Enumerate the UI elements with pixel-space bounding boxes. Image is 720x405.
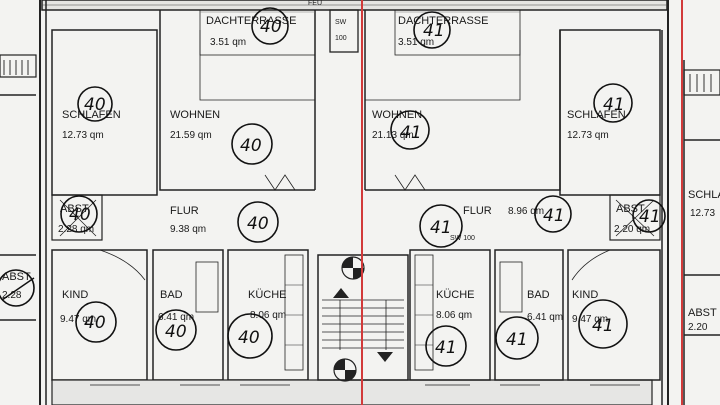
room-abst-far-right-area: 2.20 (688, 322, 708, 333)
room-kueche-left-area: 8.06 qm (250, 310, 286, 321)
room-wohnen-left-name: WOHNEN (170, 109, 220, 121)
room-abst-far-left-name: ABST (2, 271, 31, 283)
room-dachterrasse-left-area: 3.51 qm (210, 37, 246, 48)
room-flur-right-name: FLUR (463, 205, 492, 217)
room-schlafen-left-name: SCHLAFEN (62, 109, 121, 121)
room-kueche-right-area: 8.06 qm (436, 310, 472, 321)
room-flur-right-area: 8.96 qm (508, 206, 544, 217)
strike-mark (1, 277, 35, 301)
handwritten-number: 40 (84, 95, 106, 115)
handwritten-number: 41 (423, 21, 445, 41)
handwritten-number: 41 (430, 218, 452, 238)
handwritten-number: 40 (247, 214, 269, 234)
room-bad-right-name: BAD (527, 289, 550, 301)
room-kueche-left-name: KÜCHE (248, 289, 287, 301)
handwritten-number: 41 (603, 95, 625, 115)
handwritten-number: 40 (69, 205, 91, 225)
room-wohnen-right-area: 21.13 qm (372, 130, 414, 141)
room-flur-left-name: FLUR (170, 205, 199, 217)
room-dachterrasse-right-area: 3.51 qm (398, 37, 434, 48)
room-abst-left-area: 2.28 qm (58, 224, 94, 235)
room-abst-far-right-name: ABST (688, 307, 717, 319)
handwritten-number: 40 (165, 322, 187, 342)
room-kind-right-name: KIND (572, 289, 598, 301)
room-bad-left-area: 6.41 qm (158, 312, 194, 323)
room-flur-left-area: 9.38 qm (170, 224, 206, 235)
room-schlafen-right-area: 12.73 qm (567, 130, 609, 141)
handwritten-number: 40 (260, 17, 282, 37)
room-wohnen-left-area: 21.59 qm (170, 130, 212, 141)
sw-shaft-label: SW (335, 19, 347, 26)
room-kind-left-name: KIND (62, 289, 88, 301)
handwritten-number: 41 (543, 206, 565, 226)
handwritten-number: 40 (84, 313, 106, 333)
handwritten-number: 40 (238, 328, 260, 348)
room-bad-right-area: 6.41 qm (527, 312, 563, 323)
handwritten-annotations (0, 7, 666, 367)
handwritten-number: 41 (639, 207, 661, 227)
room-kind-right-area: 9.47 qm (572, 314, 608, 325)
handwritten-number: 41 (506, 330, 528, 350)
handwritten-number: 41 (592, 316, 614, 336)
room-abst-left-name: ABST (60, 203, 89, 215)
handwritten-number: 41 (435, 338, 457, 358)
sw-shaft-number: 100 (335, 35, 347, 42)
room-dachterrasse-left-name: DACHTERRASSE (206, 15, 296, 27)
room-schlafen-far-right-area: 12.73 (690, 208, 715, 219)
room-abst-far-left-area: 2.28 (2, 290, 22, 301)
handwritten-numbers: 40 41 40 40 41 41 40 40 41 41 41 40 40 4… (69, 17, 661, 358)
sw-right-label: SW 100 (450, 235, 475, 242)
room-dachterrasse-right-name: DACHTERRASSE (398, 15, 488, 27)
room-abst-right-area: 2.20 qm (614, 224, 650, 235)
room-kind-left-area: 9.47 qm (60, 314, 96, 325)
handwritten-number: 41 (400, 123, 422, 143)
room-bad-left-name: BAD (160, 289, 183, 301)
room-schlafen-far-right-name: SCHLA (688, 189, 720, 201)
room-abst-right-name: ABST (616, 203, 645, 215)
room-labels: DACHTERRASSE 3.51 qm DACHTERRASSE 3.51 q… (2, 0, 720, 333)
handwritten-number: 40 (240, 136, 262, 156)
feu-label: FEU (308, 0, 322, 7)
room-schlafen-right-name: SCHLAFEN (567, 109, 626, 121)
room-schlafen-left-area: 12.73 qm (62, 130, 104, 141)
room-kueche-right-name: KÜCHE (436, 289, 475, 301)
